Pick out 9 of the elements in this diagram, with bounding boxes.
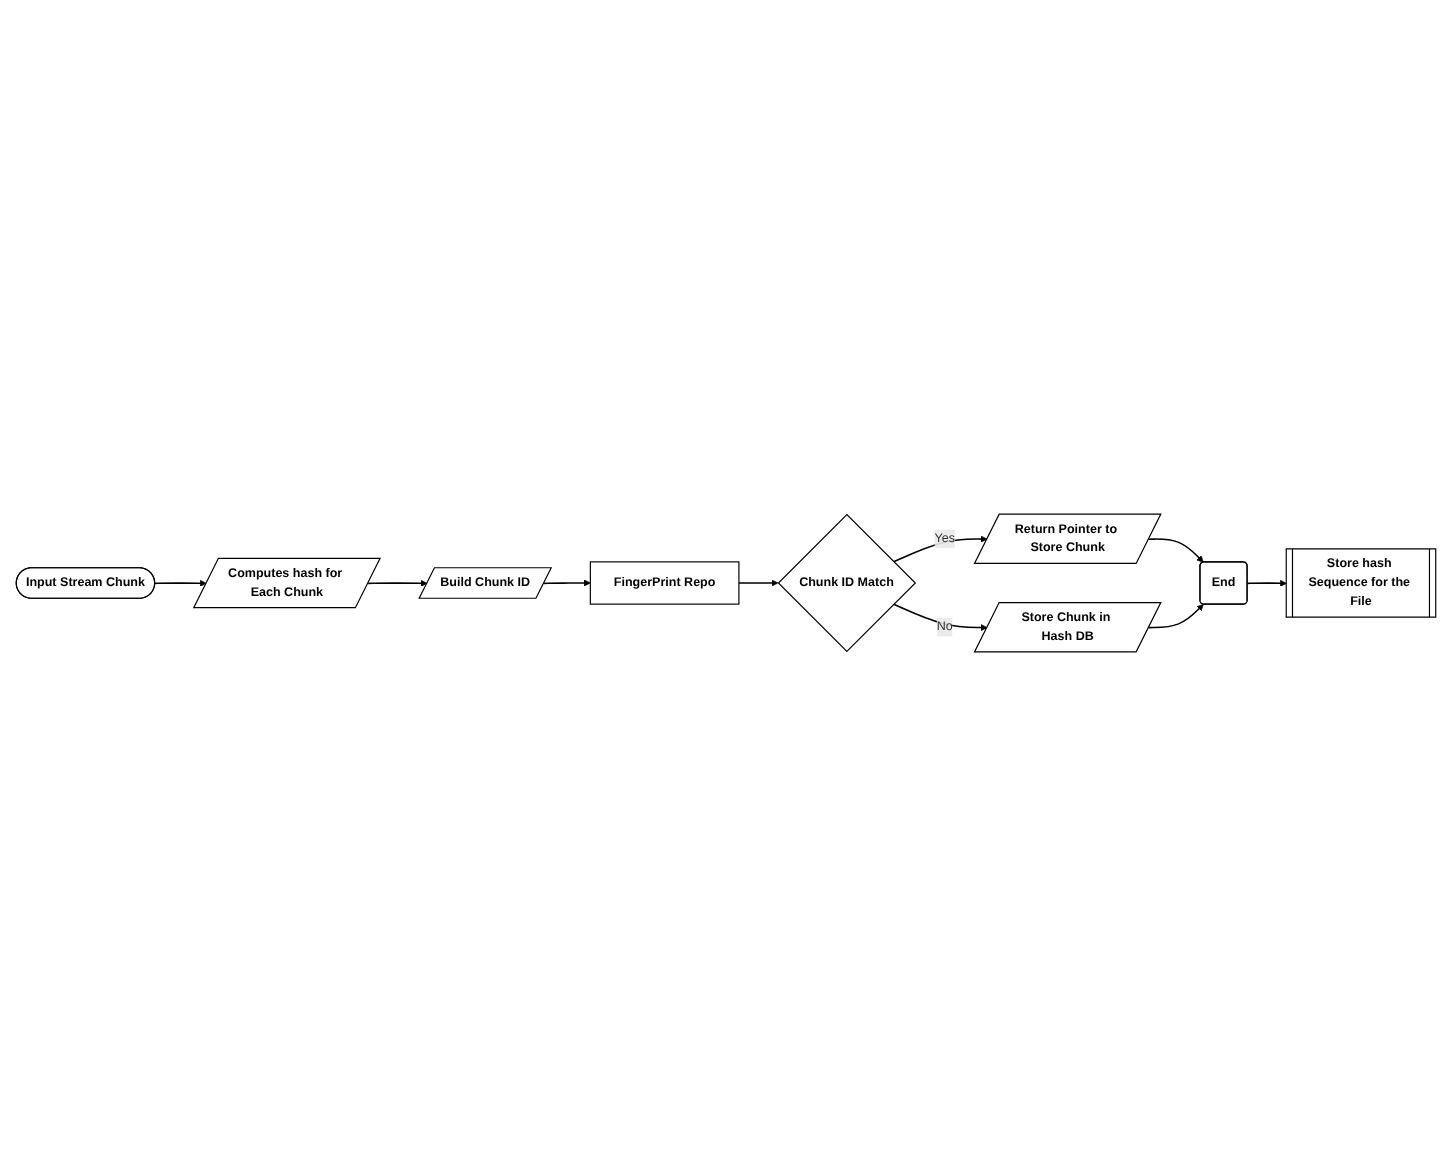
arrow <box>543 579 591 587</box>
arrow <box>1148 604 1204 629</box>
arrow <box>1148 538 1204 563</box>
arrow <box>892 535 988 563</box>
arrow <box>738 579 779 587</box>
arrow <box>367 579 428 587</box>
arrow <box>154 579 207 587</box>
arrow <box>1246 579 1287 587</box>
arrow <box>892 603 988 631</box>
